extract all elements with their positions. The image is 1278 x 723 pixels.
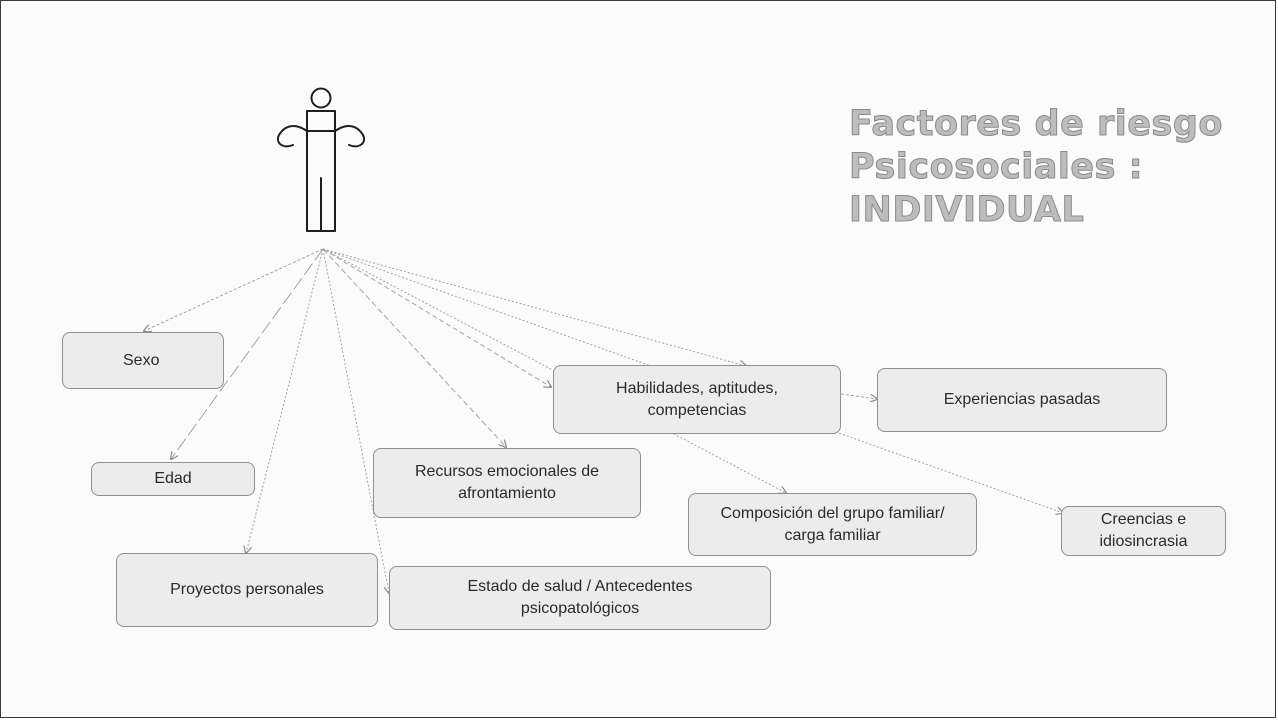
person-icon <box>277 87 365 232</box>
node-estado-salud-label: Estado de salud / Antecedentes psicopato… <box>467 578 693 617</box>
node-recursos-emocionales: Recursos emocionales de afrontamiento <box>373 448 641 518</box>
connector-sexo <box>144 248 324 331</box>
node-edad: Edad <box>91 462 255 496</box>
connector-experiencias <box>322 248 746 366</box>
node-habilidades-label: Habilidades, aptitudes, competencias <box>616 379 778 419</box>
title-line-2: Psicosociales : <box>849 147 1144 188</box>
node-proyectos-personales: Proyectos personales <box>116 553 378 627</box>
connector-habilidades <box>322 248 551 387</box>
node-proyectos-label: Proyectos personales <box>170 581 324 598</box>
node-creencias: Creencias e idiosincrasia <box>1061 506 1226 556</box>
node-sexo: Sexo <box>62 332 224 389</box>
connector-proyectos <box>246 248 324 553</box>
node-habilidades: Habilidades, aptitudes, competencias <box>553 365 841 434</box>
connector-estado-salud <box>322 248 389 593</box>
connector-edad <box>171 248 324 459</box>
connector-recursos <box>322 248 506 447</box>
page-title: Factores de riesgo Psicosociales : INDIV… <box>849 103 1223 232</box>
node-experiencias-label: Experiencias pasadas <box>943 391 1101 408</box>
node-composicion-familiar: Composición del grupo familiar/ carga fa… <box>688 493 977 556</box>
node-creencias-label: Creencias e idiosincrasia <box>1099 511 1188 550</box>
connector-habilidades-experiencias <box>840 393 877 399</box>
node-experiencias-pasadas: Experiencias pasadas <box>877 368 1167 432</box>
node-recursos-label: Recursos emocionales de afrontamiento <box>414 463 600 502</box>
title-line-1: Factores de riesgo <box>849 104 1223 145</box>
node-estado-salud: Estado de salud / Antecedentes psicopato… <box>389 566 771 630</box>
title-line-3: INDIVIDUAL <box>849 190 1085 231</box>
node-composicion-label: Composición del grupo familiar/ carga fa… <box>720 504 945 544</box>
node-edad-label: Edad <box>154 470 192 487</box>
node-sexo-label: Sexo <box>123 351 160 369</box>
